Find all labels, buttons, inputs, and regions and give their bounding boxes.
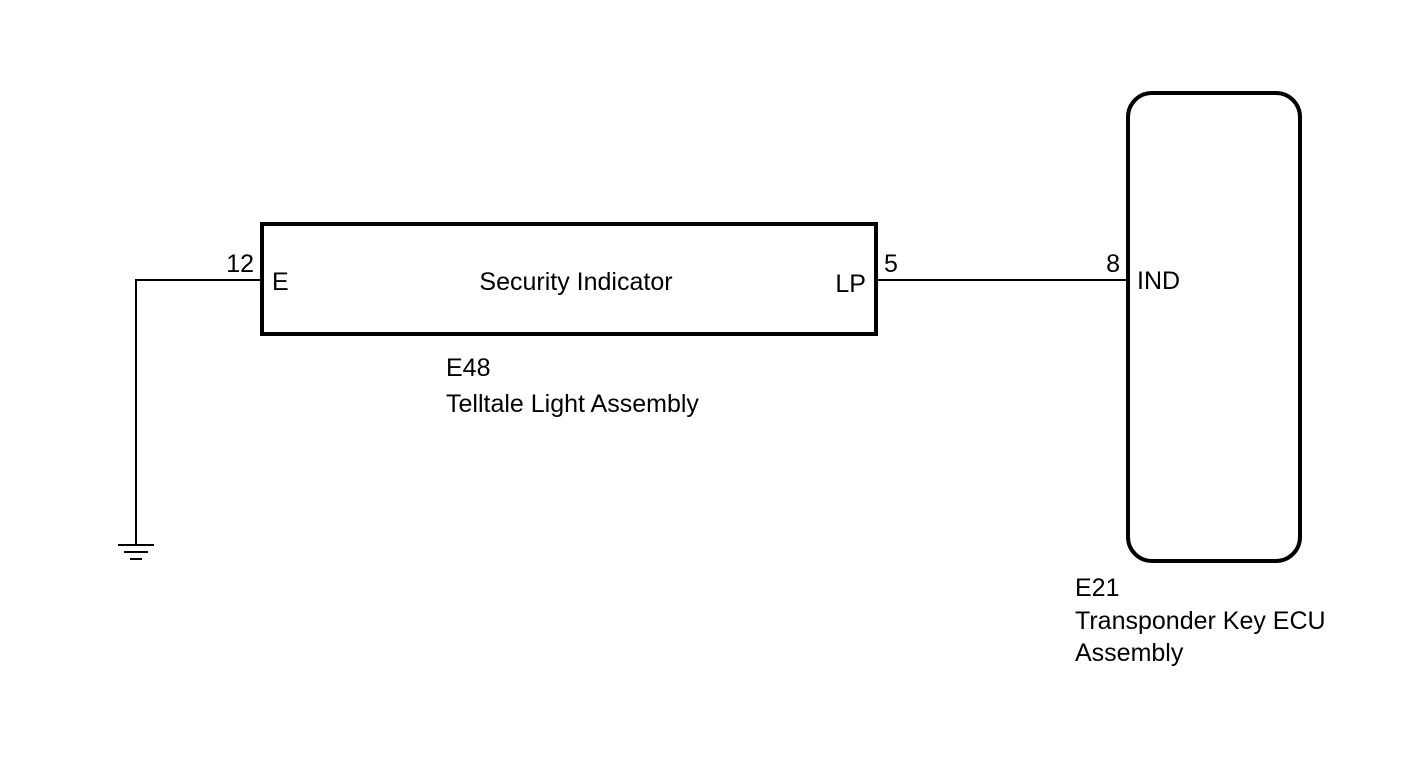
pin-e-label: E — [272, 268, 289, 296]
pin-e-number: 12 — [226, 250, 254, 278]
pin-lp-label: LP — [835, 270, 866, 298]
transponder-name-line1: Transponder Key ECU — [1075, 607, 1326, 635]
transponder-connector-code: E21 — [1075, 574, 1119, 602]
pin-lp-number: 5 — [884, 250, 898, 278]
telltale-connector-code: E48 — [446, 354, 490, 382]
transponder-name-line2: Assembly — [1075, 639, 1184, 667]
pin-ind-label: IND — [1137, 267, 1180, 295]
security-indicator-label: Security Indicator — [479, 268, 672, 296]
ground-symbol-icon — [118, 544, 154, 560]
telltale-assembly-name: Telltale Light Assembly — [446, 390, 699, 418]
ground-wire — [135, 279, 262, 545]
transponder-key-ecu-box — [1126, 91, 1302, 563]
telltale-light-assembly-box — [260, 222, 878, 336]
pin-ind-number: 8 — [1106, 250, 1120, 278]
